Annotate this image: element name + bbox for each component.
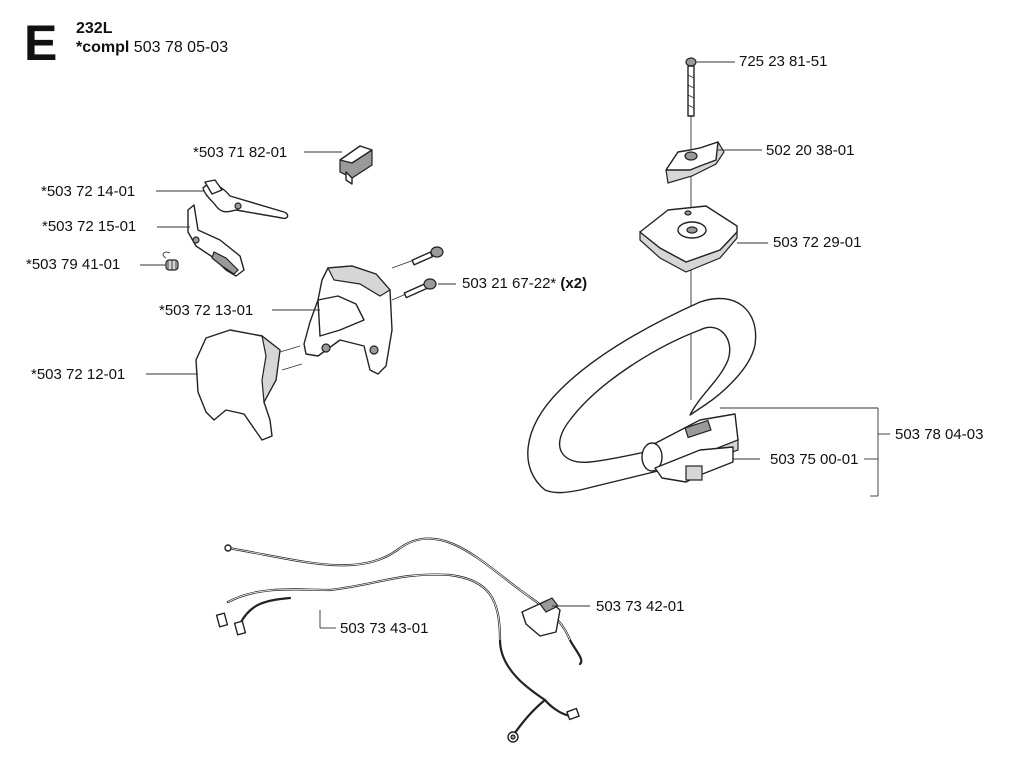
handle-housing-503-72-13-01 — [303, 265, 393, 375]
part-label-503-79-41-01: *503 79 41-01 — [26, 256, 121, 273]
quantity-badge: (x2) — [560, 275, 588, 292]
part-label-725-23-81-51: 725 23 81-51 — [739, 53, 828, 70]
section-letter: E — [24, 15, 58, 71]
clamp-block-503-72-29-01 — [639, 205, 738, 273]
switch-503-71-82-01 — [339, 145, 373, 185]
screw-725-23-81-51 — [685, 57, 697, 117]
compl-prefix: *compl — [76, 39, 130, 56]
loop-handle-503-78-04-03 — [527, 297, 757, 494]
part-label-503-73-42-01: 503 73 42-01 — [596, 598, 685, 615]
part-label-503-72-29-01: 503 72 29-01 — [773, 234, 862, 251]
screw-503-21-67-22-lower — [403, 278, 437, 299]
throttle-trigger-503-72-15-01 — [187, 204, 245, 277]
part-label-503-72-15-01: *503 72 15-01 — [42, 218, 137, 235]
part-label-503-72-12-01: *503 72 12-01 — [31, 366, 126, 383]
part-number-503-21-67-22: 503 21 67-22* — [462, 275, 557, 292]
part-label-503-72-14-01: *503 72 14-01 — [41, 183, 136, 200]
wiring-harness-503-73-43-01 — [215, 573, 580, 743]
spring-503-79-41-01 — [162, 251, 179, 271]
part-label-503-72-13-01: *503 72 13-01 — [159, 302, 254, 319]
part-label-503-71-82-01: *503 71 82-01 — [193, 144, 288, 161]
compl-number: 503 78 05-03 — [133, 39, 229, 56]
complete-assembly-number: *compl 503 78 05-03 — [76, 39, 228, 57]
part-label-503-21-67-22: 503 21 67-22* (x2) — [462, 276, 587, 291]
throttle-lock-503-72-14-01 — [202, 179, 289, 220]
part-label-503-75-00-01: 503 75 00-01 — [770, 451, 859, 468]
part-label-503-78-04-03: 503 78 04-03 — [895, 426, 984, 443]
part-label-502-20-38-01: 502 20 38-01 — [766, 142, 855, 159]
handle-cover-503-72-12-01 — [195, 329, 281, 441]
screw-503-21-67-22-upper — [411, 246, 444, 266]
part-label-503-73-43-01: 503 73 43-01 — [340, 620, 429, 637]
wiring-harness-503-73-42-01 — [224, 537, 583, 666]
wing-knob-502-20-38-01 — [665, 141, 725, 184]
model-number: 232L — [76, 20, 113, 37]
